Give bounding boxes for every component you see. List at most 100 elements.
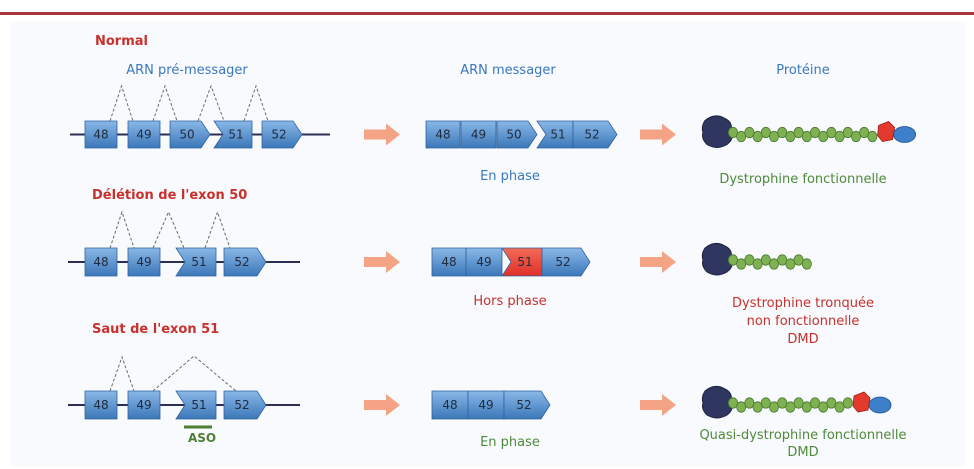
row1-protein-dystrophin-rod-bead: [785, 130, 796, 143]
row1-pre-exon-49: 49: [127, 120, 161, 149]
row3-protein-quasi-dystrophin-rod-bead: [826, 397, 837, 409]
row1-splice-line: [243, 84, 269, 122]
row2-protein-truncated-rod-bead: [769, 258, 780, 270]
row3-mrna-exon-52: 52: [503, 390, 551, 420]
row2-protein-truncated-rod-bead: [736, 258, 747, 270]
row3-protein-quasi-dystrophin-rod-bead: [777, 397, 788, 409]
row1-mrna-exon-50-shape: [496, 120, 538, 149]
row1-splice-line: [152, 84, 178, 122]
row-title-deletion: Délétion de l'exon 50: [92, 188, 248, 203]
row3-mrna-exon-48-label: 48: [442, 398, 457, 412]
row2-mrna-exon-51-label: 51: [517, 255, 532, 269]
row2-pre-exon-48-shape: [84, 247, 118, 277]
row3-mrna-exon-49-label: 49: [478, 398, 493, 412]
row1-protein-dystrophin-rod-bead: [801, 130, 812, 143]
row2-mrna-exon-48: 48: [431, 247, 467, 277]
row-title-normal: Normal: [95, 34, 148, 49]
row2-pre-exon-48-label: 48: [93, 255, 108, 269]
row3-pre-exon-51-shape: [175, 390, 217, 420]
row3-skip-splice-line: [152, 355, 237, 392]
row1-arrow-to-mrna: [364, 123, 400, 146]
row1-protein-dystrophin-rod-bead: [752, 130, 763, 143]
row3-pre-exon-51-label: 51: [191, 398, 206, 412]
row3-pre-exon-49-label: 49: [136, 398, 151, 412]
row2-splice-line: [109, 210, 135, 249]
row1-pre-exon-50-shape: [169, 120, 211, 149]
row1-mrna-exon-49: 49: [460, 120, 497, 149]
phase-label-deletion: Hors phase: [473, 294, 547, 309]
row1-mrna-exon-48: 48: [425, 120, 461, 149]
row1-pre-exon-51: 51: [213, 120, 253, 149]
row1-protein-dystrophin-rod-bead: [818, 130, 829, 143]
header-mrna: ARN messager: [460, 63, 556, 78]
row2-pre-exon-52: 52: [223, 247, 267, 277]
row1-pre-exon-48-label: 48: [93, 128, 108, 142]
protein-caption-deletion: Dystrophine tronquée non fonctionnelle D…: [732, 295, 874, 349]
row3-protein-quasi-dystrophin-rod-bead: [760, 397, 771, 409]
row2-pre-exon-49-label: 49: [136, 255, 151, 269]
row2-pre-exon-48: 48: [84, 247, 118, 277]
row1-protein-dystrophin: [701, 115, 916, 148]
row2-mrna-exon-49: 49: [465, 247, 503, 277]
row2-mrna-exon-49-label: 49: [476, 255, 491, 269]
aso-label: ASO: [188, 431, 217, 445]
row1-protein-dystrophin-rod-bead: [728, 126, 739, 139]
row1-protein-dystrophin-rod-bead: [842, 126, 853, 139]
row3-pre-exon-52-shape: [223, 390, 267, 420]
row3-protein-quasi-dystrophin-rod-bead: [744, 397, 755, 409]
row1-pre-exon-52-label: 52: [271, 128, 286, 142]
row3-protein-quasi-dystrophin-rod-bead: [810, 397, 821, 409]
row3-pre-exon-48-shape: [84, 390, 118, 420]
protein-caption-skip-line1: Quasi-dystrophine fonctionnelle: [699, 428, 907, 443]
row2-mrna-exon-51: 51: [501, 247, 543, 277]
top-divider: [0, 12, 974, 15]
row2-protein-truncated-rod-bead: [760, 254, 771, 266]
row1-protein-dystrophin-actin-binding-head: [701, 115, 733, 148]
row2-pre-exon-52-label: 52: [234, 255, 249, 269]
row1-pre-exon-51-shape: [213, 120, 253, 149]
row2-mrna-exon-52-label: 52: [555, 255, 570, 269]
row2-protein-truncated-rod-bead: [801, 258, 812, 270]
row3-arrow-to-protein: [640, 394, 676, 416]
row1-pre-exon-48-shape: [84, 120, 118, 149]
protein-caption-skip: Quasi-dystrophine fonctionnelle DMD: [699, 427, 906, 461]
row2-arrow-to-mrna: [364, 251, 400, 273]
row1-arrow-to-protein: [640, 123, 676, 146]
row3-splice-line: [109, 355, 135, 392]
row1-mrna-exon-50-label: 50: [506, 128, 521, 142]
row1-mrna-exon-51: 51: [536, 120, 574, 149]
row2-protein-truncated-rod-bead: [793, 254, 804, 266]
row2-pre-exon-51-label: 51: [191, 255, 206, 269]
row1-splice-line: [197, 84, 225, 122]
row1-mrna-exon-51-label: 51: [550, 128, 565, 142]
row1-pre-exon-51-label: 51: [228, 128, 243, 142]
row2-pre-exon-49-shape: [127, 247, 161, 277]
row2-protein-truncated-rod-bead: [752, 258, 763, 270]
row1-pre-exon-50-label: 50: [179, 128, 194, 142]
row3-mrna-exon-52-label: 52: [516, 398, 531, 412]
row1-pre-exon-52: 52: [261, 120, 303, 149]
row2-arrow-to-protein: [640, 251, 676, 273]
row2-protein-truncated-rod-bead: [728, 254, 739, 266]
row1-protein-dystrophin-rod-bead: [736, 130, 747, 143]
row3-pre-exon-48-label: 48: [93, 398, 108, 412]
row1-mrna-exon-50: 50: [496, 120, 538, 149]
row1-protein-dystrophin-rod-bead: [810, 126, 821, 139]
row1-protein-dystrophin-cysteine-rich-domain: [877, 121, 896, 142]
row2-protein-truncated-rod-bead: [785, 258, 796, 270]
row3-mrna-exon-49: 49: [467, 390, 505, 420]
row-title-skip: Saut de l'exon 51: [92, 322, 220, 337]
row1-protein-dystrophin-rod-bead: [859, 126, 870, 139]
row1-pre-exon-49-label: 49: [136, 128, 151, 142]
row3-protein-quasi-dystrophin-rod-bead: [752, 401, 763, 413]
row2-protein-truncated-rod-bead: [777, 254, 788, 266]
row1-mrna-exon-52: 52: [572, 120, 618, 149]
row1-mrna-exon-49-shape: [460, 120, 497, 149]
row1-mrna-exon-52-label: 52: [584, 128, 599, 142]
row3-protein-quasi-dystrophin: [701, 385, 892, 419]
protein-caption-skip-line2: DMD: [787, 445, 819, 460]
row3-protein-quasi-dystrophin-c-terminal-domain: [868, 396, 892, 414]
row1-protein-dystrophin-rod-bead: [851, 130, 862, 143]
row1-protein-dystrophin-rod-bead: [834, 130, 845, 143]
